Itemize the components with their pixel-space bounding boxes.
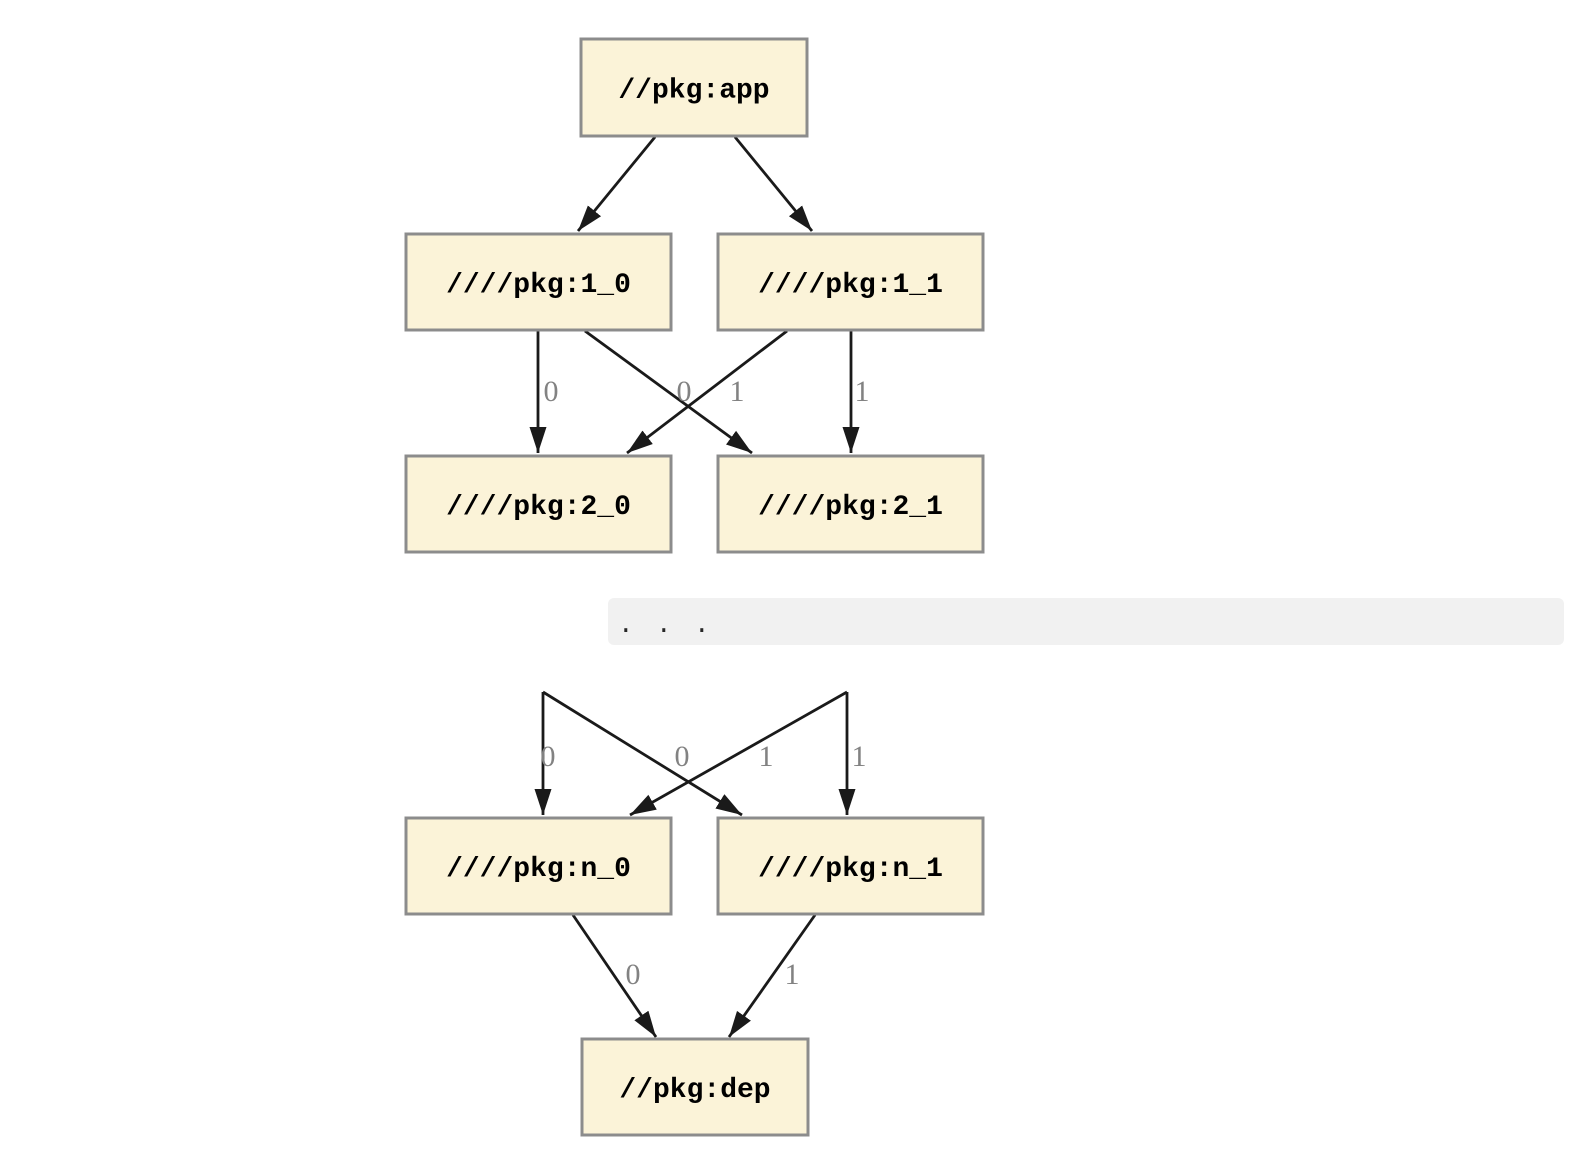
node-label-pkg-2_1: ////pkg:2_1	[758, 492, 943, 523]
separator-layer: . . .	[608, 598, 1564, 645]
node-pkg-2_0: ////pkg:2_0	[404, 454, 673, 554]
edge-label-ellipsis-left--pkg-n_0: 0	[541, 740, 556, 773]
edge-app--pkg-1_0	[576, 136, 657, 232]
node-pkg-1_0: ////pkg:1_0	[404, 232, 673, 332]
node-box-pkg-n_0	[404, 816, 673, 916]
node-box-pkg-n_1	[716, 816, 985, 916]
node-app: //pkg:app	[579, 37, 809, 138]
node-box-pkg-1_0	[404, 232, 673, 332]
nodes-layer: //pkg:app ////pkg:1_0 ////pkg:1_1 ////pkg:2…	[404, 37, 985, 1137]
edge-label-pkg-n_1--dep: 1	[785, 958, 800, 991]
edge-pkg-1_1--pkg-2_0	[626, 329, 788, 455]
node-dep: //pkg:dep	[580, 1037, 810, 1137]
ellipsis-bar	[608, 598, 1564, 645]
node-label-pkg-n_0: ////pkg:n_0	[446, 854, 631, 885]
edge-pkg-n_0--dep	[571, 914, 658, 1038]
edge-label-pkg-1_1--pkg-2_0: 0	[677, 375, 692, 408]
edge-labels-layer: 0 1 0 1 0 1 0 1 0 1	[541, 375, 870, 991]
node-box-pkg-1_1	[716, 232, 985, 332]
node-label-pkg-n_1: ////pkg:n_1	[758, 854, 943, 885]
edge-label-ellipsis-right--pkg-n_1: 1	[852, 740, 867, 773]
edge-label-pkg-1_1--pkg-2_1: 1	[855, 375, 870, 408]
node-pkg-2_1: ////pkg:2_1	[716, 454, 985, 554]
node-pkg-n_0: ////pkg:n_0	[404, 816, 673, 916]
node-box-pkg-2_1	[716, 454, 985, 554]
edge-ellipsis-left--pkg-n_1	[542, 690, 743, 817]
edge-label-pkg-1_0--pkg-2_0: 0	[544, 375, 559, 408]
edge-label-ellipsis-right--pkg-n_0: 0	[675, 740, 690, 773]
ellipsis-text: . . .	[618, 610, 713, 640]
edge-label-pkg-1_0--pkg-2_1: 1	[730, 375, 745, 408]
node-label-pkg-2_0: ////pkg:2_0	[446, 492, 631, 523]
node-box-pkg-2_0	[404, 454, 673, 554]
node-label-app: //pkg:app	[618, 76, 769, 107]
node-pkg-n_1: ////pkg:n_1	[716, 816, 985, 916]
node-box-app	[579, 37, 809, 138]
edge-pkg-n_1--dep	[727, 914, 817, 1038]
edge-ellipsis-right--pkg-n_0	[629, 690, 848, 817]
edges-layer	[529, 136, 860, 1038]
edge-label-pkg-n_0--dep: 0	[626, 958, 641, 991]
edge-label-ellipsis-left--pkg-n_1: 1	[759, 740, 774, 773]
edge-pkg-1_0--pkg-2_1	[584, 329, 753, 455]
node-label-pkg-1_0: ////pkg:1_0	[446, 270, 631, 301]
edge-app--pkg-1_1	[733, 136, 814, 232]
node-label-pkg-1_1: ////pkg:1_1	[758, 270, 943, 301]
node-box-dep	[580, 1037, 810, 1137]
node-pkg-1_1: ////pkg:1_1	[716, 232, 985, 332]
node-label-dep: //pkg:dep	[619, 1075, 770, 1106]
